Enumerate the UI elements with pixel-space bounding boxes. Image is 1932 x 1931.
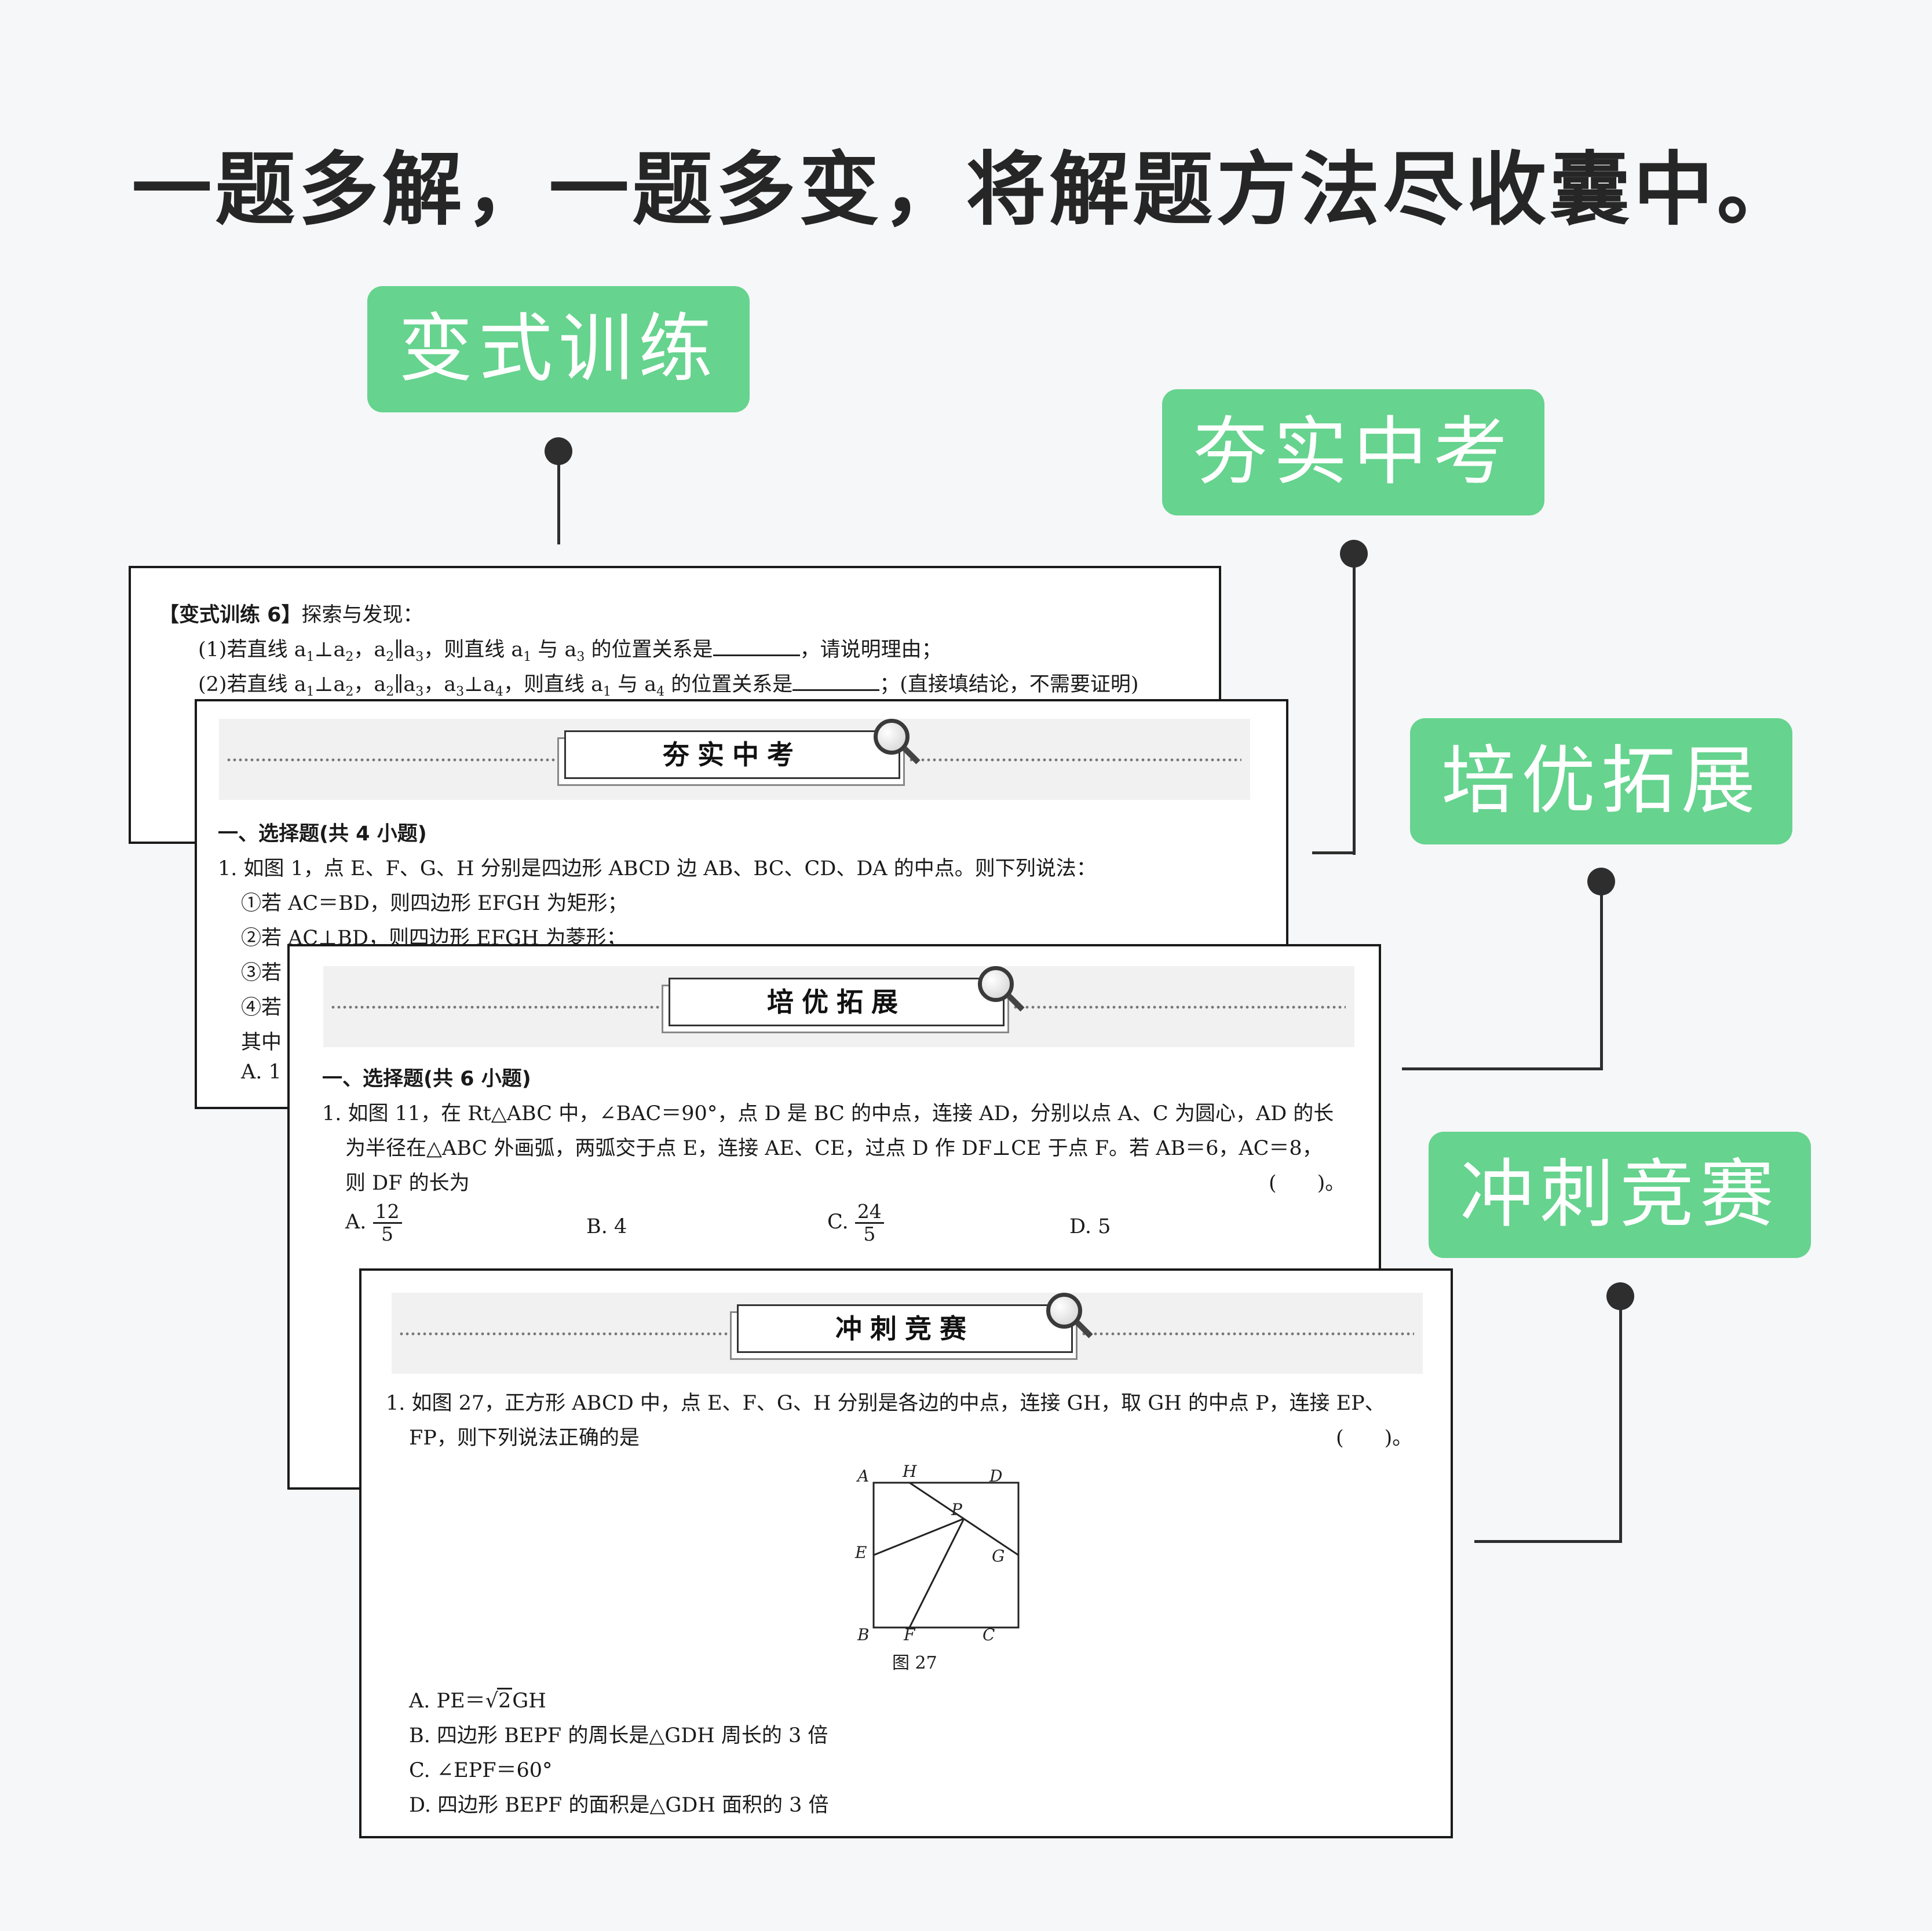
- card-peiyou-banner-title: 培优拓展: [669, 978, 1005, 1026]
- tag-chongci: 冲刺竞赛: [1429, 1132, 1811, 1258]
- connector-line-bianshi: [557, 452, 560, 544]
- card-peiyou-section: 一、选择题(共 6 小题): [322, 1067, 531, 1091]
- card-chongci-opt-a[interactable]: A. PE＝√2GH: [409, 1684, 546, 1714]
- fig-label-b: B: [857, 1625, 870, 1644]
- card-chongci: 冲刺竞赛 1. 如图 27，正方形 ABCD 中，点 E、F、G、H 分别是各边…: [359, 1268, 1453, 1838]
- figure-27: [872, 1482, 1020, 1629]
- connector-hline-peiyou: [1402, 1067, 1603, 1070]
- card-hangshi-opt3: ③若: [241, 961, 282, 985]
- card-bianshi-q1: (1)若直线 a1⊥a2，a2∥a3，则直线 a1 与 a3 的位置关系是，请说…: [198, 637, 942, 664]
- card-chongci-opt-d[interactable]: D. 四边形 BEPF 的面积是△GDH 面积的 3 倍: [409, 1794, 829, 1817]
- card-peiyou-opt-d[interactable]: D. 5: [1069, 1215, 1111, 1238]
- card-hangshi-banner-title: 夯实中考: [564, 730, 900, 779]
- fig-label-a: A: [857, 1466, 870, 1486]
- connector-hline-chongci: [1474, 1540, 1622, 1543]
- fig-caption: 图 27: [892, 1653, 937, 1673]
- card-chongci-opt-c[interactable]: C. ∠EPF＝60°: [409, 1759, 553, 1782]
- fig-label-c: C: [983, 1625, 995, 1644]
- card-peiyou-q1-line1: 1. 如图 11，在 Rt△ABC 中，∠BAC＝90°，点 D 是 BC 的中…: [322, 1102, 1334, 1125]
- card-chongci-opt-b[interactable]: B. 四边形 BEPF 的周长是△GDH 周长的 3 倍: [409, 1724, 828, 1747]
- card-chongci-paren: ( )。: [1336, 1427, 1413, 1450]
- card-hangshi-opt4: ④若: [241, 996, 282, 1019]
- card-peiyou-banner: 培优拓展: [323, 966, 1354, 1047]
- fig-label-h: H: [903, 1462, 917, 1481]
- card-hangshi-opt1: ①若 AC＝BD，则四边形 EFGH 为矩形；: [241, 892, 628, 915]
- card-hangshi-q1: 1. 如图 1，点 E、F、G、H 分别是四边形 ABCD 边 AB、BC、CD…: [218, 857, 1097, 880]
- fig-label-d: D: [989, 1466, 1003, 1486]
- fig-label-p: P: [951, 1500, 962, 1519]
- fig-label-e: E: [855, 1543, 867, 1562]
- tag-hangshi: 夯实中考: [1162, 389, 1544, 515]
- card-hangshi-opt5: 其中: [241, 1031, 282, 1054]
- card-peiyou-q1-line2: 为半径在△ABC 外画弧，两弧交于点 E，连接 AE、CE，过点 D 作 DF⊥…: [345, 1137, 1323, 1160]
- fig-label-f: F: [904, 1625, 915, 1644]
- connector-hline-hangshi: [1312, 851, 1356, 854]
- card-chongci-q1-line1: 1. 如图 27，正方形 ABCD 中，点 E、F、G、H 分别是各边的中点，连…: [386, 1392, 1385, 1415]
- segment-fp: [908, 1518, 965, 1628]
- card-bianshi-q2: (2)若直线 a1⊥a2，a2∥a3，a3⊥a4，则直线 a1 与 a4 的位置…: [198, 672, 1139, 699]
- card-hangshi-section: 一、选择题(共 4 小题): [218, 822, 427, 846]
- fig-label-g: G: [992, 1546, 1005, 1566]
- connector-line-hangshi: [1353, 554, 1356, 855]
- tag-bianshi: 变式训练: [367, 286, 750, 412]
- card-peiyou-opt-b[interactable]: B. 4: [586, 1215, 627, 1238]
- segment-ep: [873, 1517, 965, 1556]
- card-chongci-banner-title: 冲刺竞赛: [737, 1304, 1073, 1353]
- card-bianshi-blank1[interactable]: [713, 637, 800, 656]
- card-chongci-banner: 冲刺竞赛: [392, 1293, 1423, 1374]
- card-chongci-q1-line2: FP，则下列说法正确的是: [409, 1427, 640, 1450]
- tag-hangshi-label: 夯实中考: [1193, 409, 1513, 495]
- card-hangshi-opt6: A. 1: [241, 1060, 282, 1084]
- headline: 一题多解，一题多变，将解题方法尽收囊中。: [132, 143, 1800, 236]
- card-bianshi-blank2[interactable]: [792, 672, 880, 691]
- card-peiyou-q1-line3: 则 DF 的长为: [345, 1172, 470, 1195]
- tag-bianshi-label: 变式训练: [398, 306, 718, 392]
- card-peiyou-paren: ( )。: [1269, 1172, 1346, 1195]
- connector-line-chongci: [1619, 1296, 1622, 1543]
- tag-peiyou: 培优拓展: [1410, 718, 1792, 844]
- connector-line-peiyou: [1600, 882, 1603, 1070]
- card-hangshi-banner: 夯实中考: [219, 719, 1250, 800]
- card-bianshi-title: 【变式训练 6】探索与发现：: [159, 604, 423, 627]
- tag-peiyou-label: 培优拓展: [1441, 738, 1761, 824]
- tag-chongci-label: 冲刺竞赛: [1459, 1151, 1780, 1238]
